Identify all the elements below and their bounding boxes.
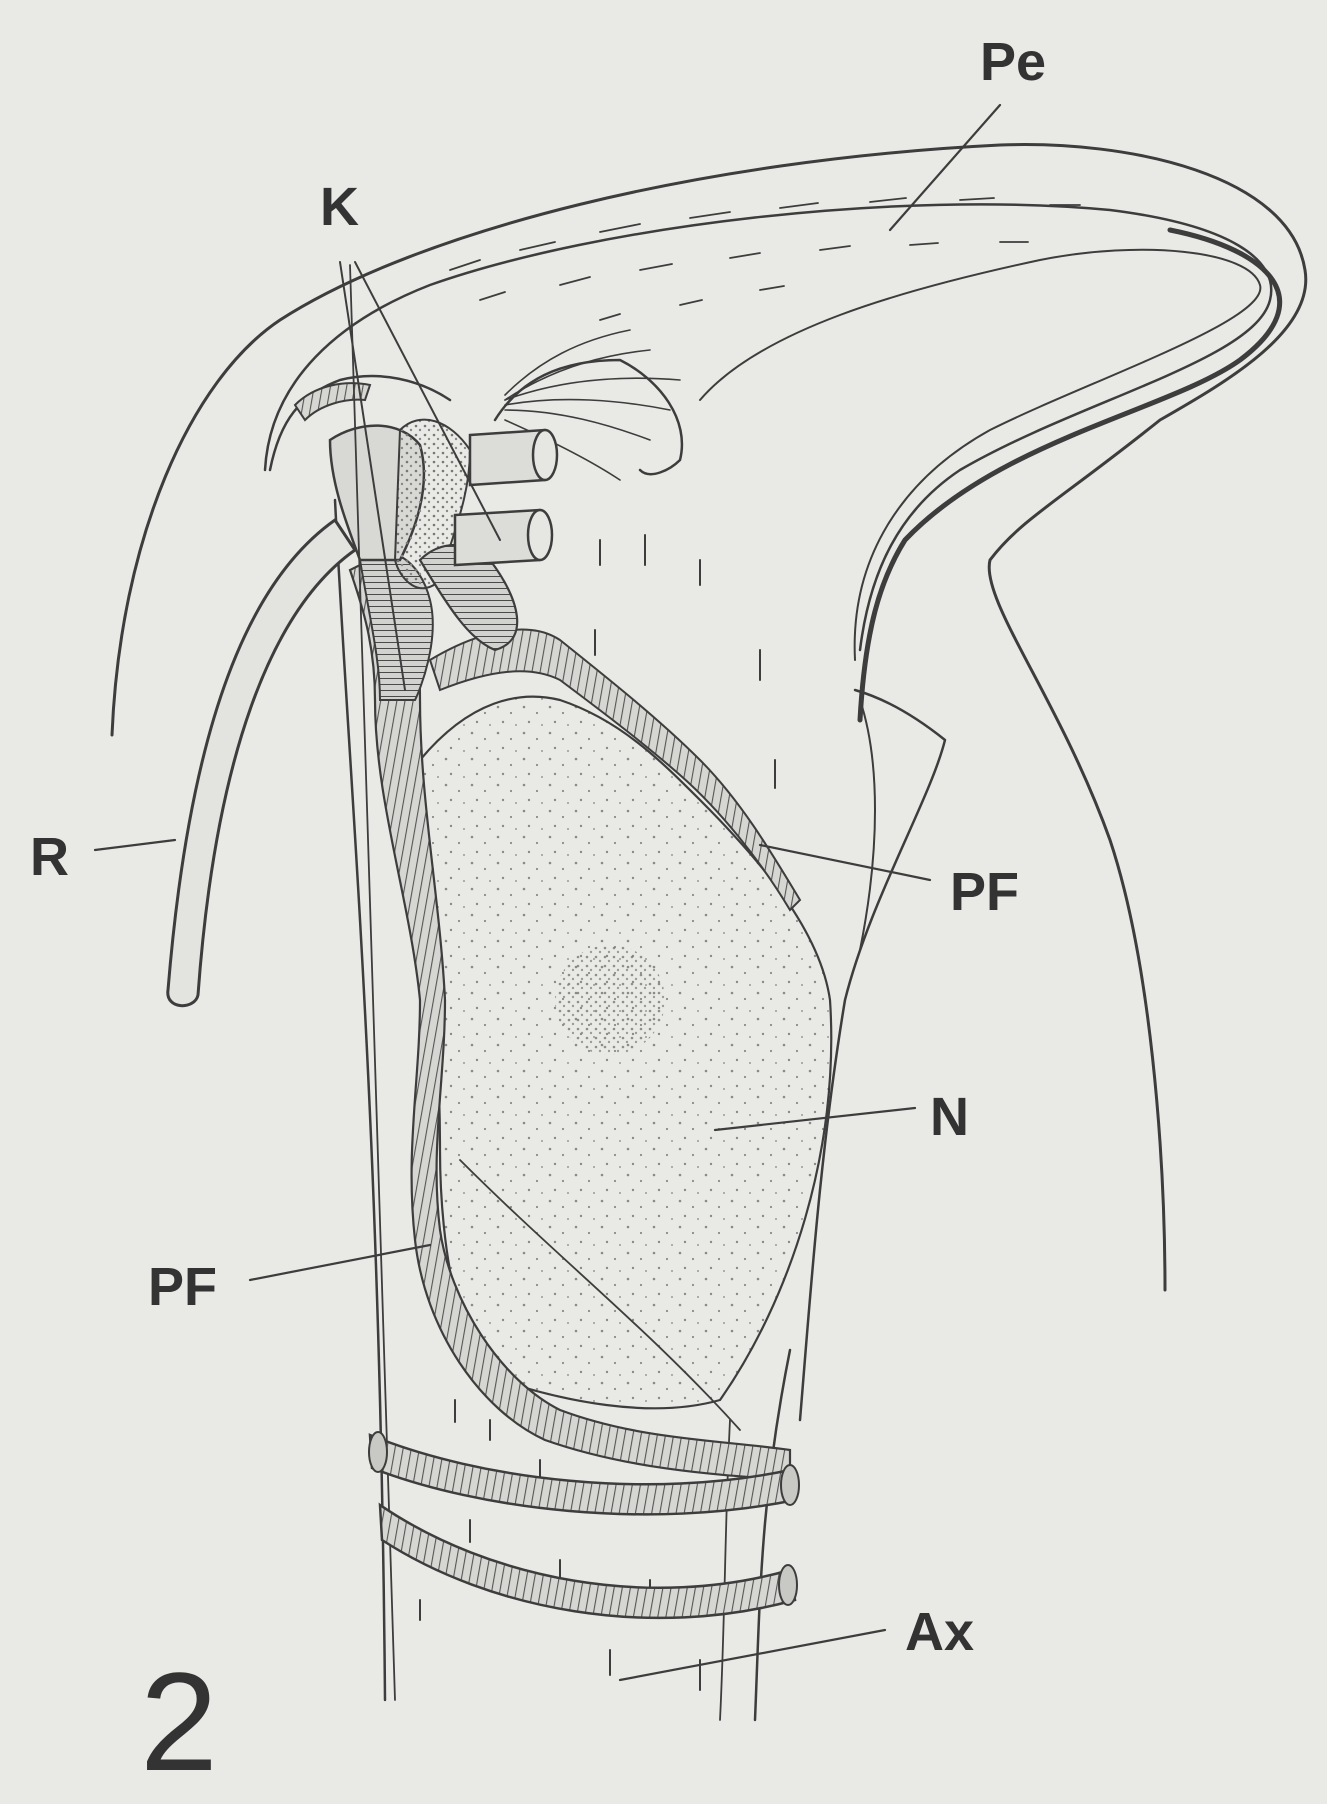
- label-pf-left: PF: [148, 1257, 217, 1317]
- inner-bract-line-2: [700, 250, 1260, 660]
- leader-pf-left: [250, 1245, 430, 1280]
- label-n: N: [930, 1087, 969, 1147]
- leader-pe: [890, 105, 1000, 230]
- tube-upper: [470, 430, 557, 485]
- leader-ax: [620, 1630, 885, 1680]
- sheath-fold-inner: [860, 700, 875, 950]
- bottom-ring-lower: [380, 1505, 797, 1618]
- leader-r: [95, 840, 175, 850]
- dense-stipple-center: [555, 945, 665, 1055]
- label-r: R: [30, 827, 69, 887]
- label-k: K: [320, 177, 359, 237]
- axis-right-edge: [755, 1350, 790, 1720]
- label-pf-right: PF: [950, 862, 1019, 922]
- figure-number: 2: [140, 1643, 218, 1800]
- label-ax: Ax: [905, 1602, 974, 1662]
- r-tube: [168, 520, 355, 1006]
- label-pe: Pe: [980, 32, 1046, 92]
- bract-rim: [860, 230, 1280, 720]
- tube-lower: [455, 510, 552, 565]
